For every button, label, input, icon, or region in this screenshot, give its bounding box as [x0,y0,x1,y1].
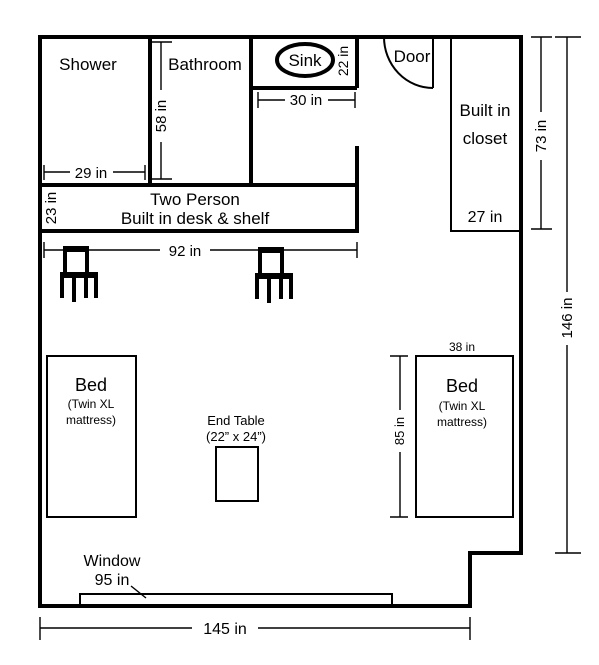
closet-width-label: 27 in [468,209,503,226]
room-depth-dimension [555,36,581,554]
sink-basin [275,42,335,78]
bed-left-title: Bed [75,375,107,395]
bathroom-depth-dimension [150,41,172,180]
window-label: Window [84,553,141,570]
bed-length-dimension [390,355,408,518]
desk-shelf [38,183,359,233]
bed-left [46,355,137,518]
desk-width-dimension [43,242,358,258]
sink-depth-label: 22 in [335,46,351,76]
bed-left-line1: (Twin XL [68,397,115,411]
bed-right-line1: (Twin XL [439,399,486,413]
outer-wall [38,35,523,608]
sink-label: Sink [288,51,322,70]
sink-width-dimension [257,92,356,108]
bathroom-depth-label: 58 in [153,100,170,133]
desk-width-label: 92 in [169,243,202,260]
end-table-label-line2: (22” x 24”) [206,429,266,444]
bed-right-title: Bed [446,376,478,396]
shower-width-label: 29 in [75,165,108,182]
room-depth-label: 146 in [559,298,576,339]
closet-depth-dimension [531,36,552,230]
desk-label-line1: Two Person [150,190,240,209]
bathroom-label: Bathroom [168,55,242,74]
chair-left [60,246,98,302]
bed-right [415,355,514,518]
door-label: Door [394,47,431,66]
window-width-label: 95 in [95,572,130,589]
room-width-label: 145 in [203,621,247,638]
closet-depth-label: 73 in [533,120,550,153]
desk-depth-label: 23 in [43,192,60,225]
closet-label-line2: closet [463,129,508,148]
sink-width-label: 30 in [290,92,323,109]
door-swing [383,36,434,89]
built-in-closet [450,36,522,232]
bed-right-line2: mattress) [437,415,487,429]
bed-length-label: 85 in [392,417,407,445]
chair-right [255,247,293,303]
window-leader [130,585,147,599]
room-width-dimension [39,617,471,640]
window [79,593,393,607]
bed-width-label: 38 in [449,340,475,354]
bed-left-line2: mattress) [66,413,116,427]
end-table [215,446,259,502]
closet-label-line1: Built in [459,101,510,120]
desk-label-line2: Built in desk & shelf [121,209,270,228]
shower-label: Shower [59,55,117,74]
end-table-label-line1: End Table [207,413,265,428]
shower-width-dimension [43,165,146,180]
